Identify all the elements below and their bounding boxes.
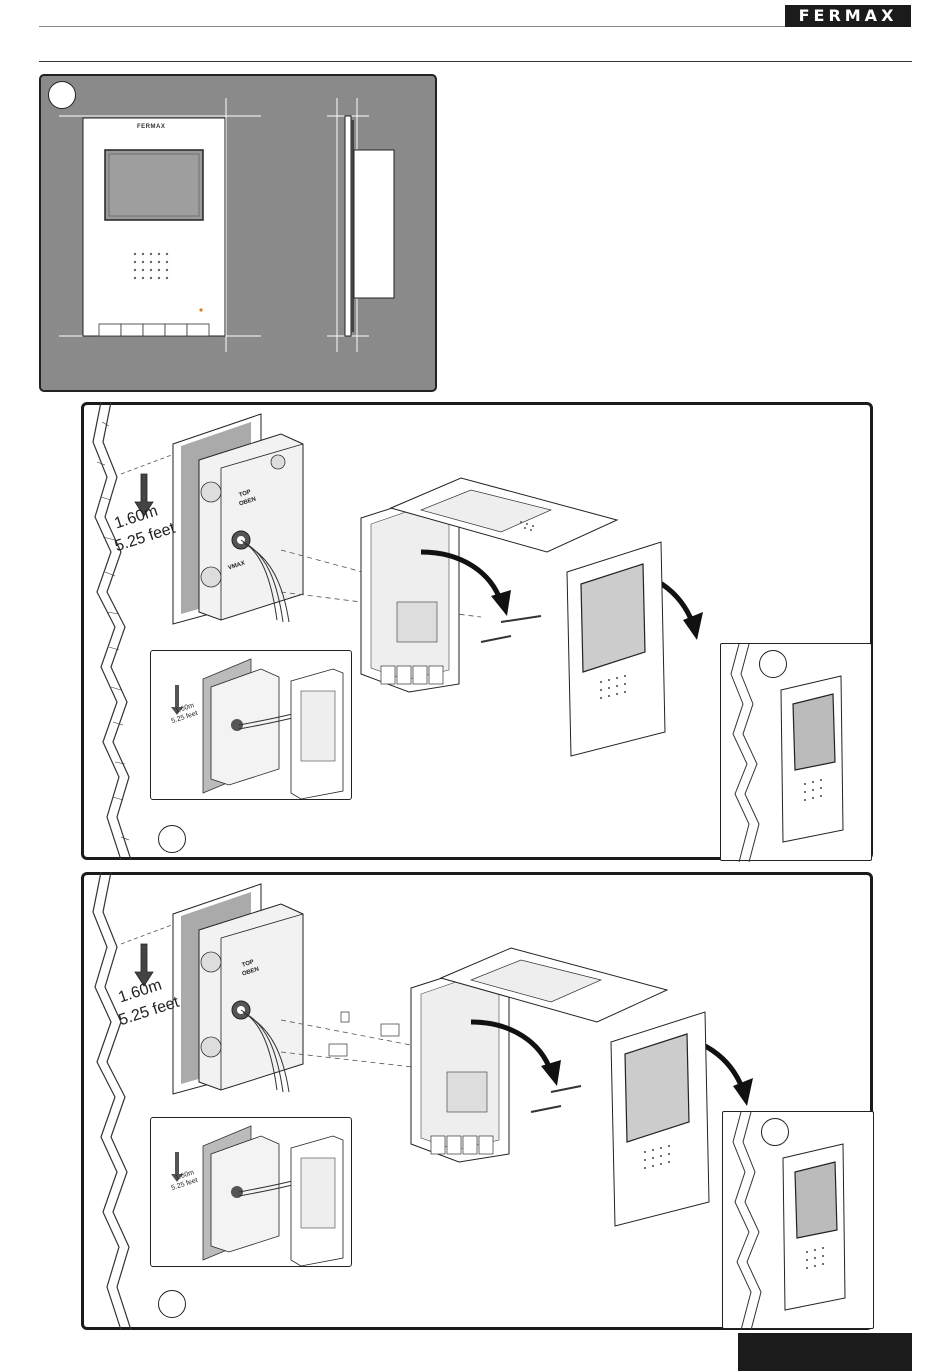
inset-drawing [151,651,353,801]
figure-3-inset-surface-mount: 1.60m 5.25 feet [150,1117,352,1267]
figure-2-number-circle [158,825,186,853]
page-number-tab [738,1333,912,1371]
figure-3-installation-frame: 1.60m 5.25 feet TOP OBEN 1.60m 5.25 feet [81,872,873,1330]
figure-3-inset-finished-monitor [722,1111,874,1329]
figure-3-finished-number-circle [761,1118,789,1146]
figure-2-finished-number-circle [759,650,787,678]
header-rule-top [39,26,787,27]
monitor-brand-label: FERMAX [137,124,165,130]
figure-2-installation-frame: 1.60m 5.25 feet TOP OBEN VMAX 1.60m 5.25… [81,402,873,860]
header-rule-bottom [39,61,912,62]
fermax-logo: FERMAX [785,5,911,27]
figure-1-dimensions-panel: FERMAX [39,74,437,392]
inset-drawing [151,1118,353,1268]
finished-monitor-drawing [723,1112,875,1330]
figure-2-inset-surface-mount: 1.60m 5.25 feet [150,650,352,800]
figure-2-inset-finished-monitor [720,643,872,861]
figure-1-drawing [39,74,437,392]
figure-3-number-circle [158,1290,186,1318]
finished-monitor-drawing [721,644,873,862]
